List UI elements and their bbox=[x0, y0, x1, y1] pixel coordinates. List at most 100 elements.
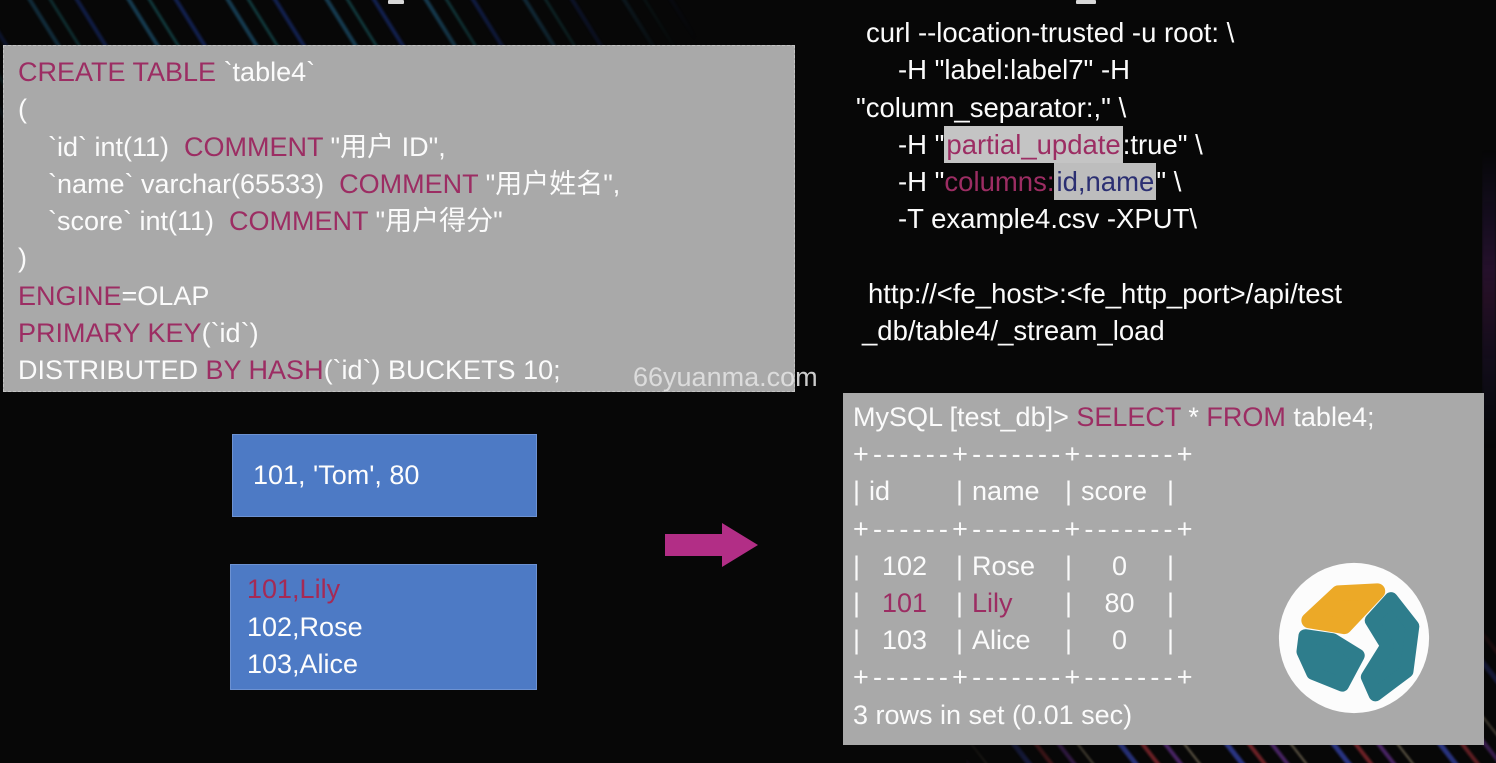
text-segment: " \ bbox=[1156, 166, 1182, 198]
header-name: name bbox=[972, 476, 1040, 507]
sql-line: `score` int(11) COMMENT "用户得分" bbox=[18, 203, 794, 240]
cell-id: 102 bbox=[882, 550, 928, 581]
cell-name: Rose bbox=[972, 550, 1036, 581]
text-segment: ) bbox=[18, 243, 27, 274]
text-segment: "用户 ID", bbox=[323, 131, 446, 162]
table-header-row: | id | name | score | bbox=[853, 473, 1484, 510]
curl-line: -H "label:label7" -H bbox=[856, 51, 1496, 88]
watermark: 66yuanma.com bbox=[633, 362, 818, 392]
text-segment: http://<fe_host>:<fe_http_port>/api/test bbox=[868, 277, 1342, 309]
text-segment: "用户得分" bbox=[368, 206, 503, 237]
pipe: | bbox=[956, 550, 964, 581]
text-segment: COMMENT bbox=[184, 131, 324, 162]
header-id: id bbox=[869, 476, 891, 507]
curl-line: "column_separator:," \ bbox=[856, 89, 1496, 126]
pipe: | bbox=[1065, 476, 1073, 507]
csv-rows-box: 101,Lily 102,Rose 103,Alice bbox=[230, 564, 537, 690]
existing-row-text: 101, 'Tom', 80 bbox=[253, 460, 420, 490]
pipe: | bbox=[1167, 625, 1175, 656]
cell-id: 101 bbox=[882, 588, 928, 619]
cell-score: 0 bbox=[1112, 625, 1128, 656]
curl-url-line: http://<fe_host>:<fe_http_port>/api/test bbox=[856, 275, 1496, 312]
text-segment: `name` varchar(65533) bbox=[48, 168, 340, 199]
text-segment: (`id`) BUCKETS 10; bbox=[323, 355, 561, 386]
text-segment: -T example4.csv -XPUT\ bbox=[898, 203, 1198, 235]
sql-line: `id` int(11) COMMENT "用户 ID", bbox=[18, 129, 794, 166]
sql-line: PRIMARY KEY(`id`) bbox=[18, 315, 794, 352]
pipe: | bbox=[1065, 550, 1073, 581]
text-segment: ( bbox=[18, 94, 27, 125]
text-segment: =OLAP bbox=[121, 280, 210, 311]
text-segment: ENGINE bbox=[18, 280, 122, 311]
text-segment: COMMENT bbox=[229, 206, 369, 237]
text-segment: `score` int(11) bbox=[48, 206, 230, 237]
text-segment: partial_update bbox=[944, 125, 1123, 163]
table-divider: +------+-------+-------+ bbox=[853, 513, 1197, 544]
text-segment: BY HASH bbox=[205, 355, 324, 386]
pipe: | bbox=[853, 476, 861, 507]
sql-line: DISTRIBUTED BY HASH(`id`) BUCKETS 10; bbox=[18, 352, 794, 389]
pipe: | bbox=[956, 588, 964, 619]
csv-row-highlighted: 101,Lily bbox=[247, 574, 341, 604]
text-segment: :true" \ bbox=[1122, 128, 1203, 160]
text-segment: `id` int(11) bbox=[48, 131, 185, 162]
text-segment: FROM bbox=[1206, 402, 1286, 432]
text-segment: _db/table4/_stream_load bbox=[862, 315, 1165, 347]
pipe: | bbox=[853, 588, 861, 619]
text-segment: "用户姓名", bbox=[478, 168, 621, 199]
text-segment: COMMENT bbox=[339, 168, 479, 199]
curl-command-block: curl --location-trusted -u root: \ -H "l… bbox=[856, 14, 1496, 349]
cell-name: Lily bbox=[972, 588, 1013, 619]
curl-line: -H "columns:id,name" \ bbox=[856, 163, 1496, 201]
curl-line: -T example4.csv -XPUT\ bbox=[856, 200, 1496, 237]
cropped-title-fragment bbox=[388, 0, 404, 4]
pipe: | bbox=[1167, 550, 1175, 581]
table-divider: +------+-------+-------+ bbox=[853, 662, 1197, 693]
sql-line: ( bbox=[18, 91, 794, 128]
existing-row-box: 101, 'Tom', 80 bbox=[232, 434, 537, 517]
cropped-title-fragment bbox=[1076, 0, 1096, 4]
cell-score: 0 bbox=[1112, 550, 1128, 581]
text-segment: MySQL [test_db]> bbox=[853, 402, 1077, 432]
curl-line: curl --location-trusted -u root: \ bbox=[856, 14, 1496, 51]
starrocks-logo bbox=[1276, 560, 1432, 716]
cell-name: Alice bbox=[972, 625, 1031, 656]
text-segment: (`id`) bbox=[201, 318, 259, 349]
text-segment: "column_separator:," \ bbox=[856, 91, 1127, 123]
create-table-sql-panel: CREATE TABLE `table4` ( `id` int(11) COM… bbox=[3, 45, 795, 392]
pipe: | bbox=[956, 625, 964, 656]
sql-line: ENGINE=OLAP bbox=[18, 278, 794, 315]
pipe: | bbox=[1167, 588, 1175, 619]
table-row: | 103 | Alice | 0 | bbox=[853, 622, 1484, 659]
cell-id: 103 bbox=[882, 625, 928, 656]
curl-url-line: _db/table4/_stream_load bbox=[856, 312, 1496, 349]
text-segment: -H " bbox=[898, 166, 945, 198]
sql-line: ) bbox=[18, 240, 794, 277]
table-row: | 102 | Rose | 0 | bbox=[853, 548, 1484, 585]
pipe: | bbox=[853, 550, 861, 581]
text-segment: columns: bbox=[944, 166, 1055, 198]
curl-line: -H "partial_update:true" \ bbox=[856, 125, 1496, 163]
text-segment: curl --location-trusted -u root: \ bbox=[866, 17, 1235, 48]
curl-blank-line bbox=[856, 238, 1496, 275]
cell-score: 80 bbox=[1104, 588, 1135, 619]
pipe: | bbox=[956, 476, 964, 507]
text-segment: `table4` bbox=[216, 57, 316, 87]
text-segment: SELECT bbox=[1076, 402, 1181, 432]
result-footer: 3 rows in set (0.01 sec) bbox=[853, 699, 1133, 730]
table-row-updated: | 101 | Lily | 80 | bbox=[853, 585, 1484, 622]
text-segment: DISTRIBUTED bbox=[18, 355, 206, 386]
text-segment: PRIMARY KEY bbox=[18, 318, 202, 349]
text-segment: id,name bbox=[1054, 163, 1157, 201]
text-segment: table4; bbox=[1285, 402, 1375, 432]
pipe: | bbox=[1167, 476, 1175, 507]
table-divider: +------+-------+-------+ bbox=[853, 439, 1197, 470]
csv-row: 102,Rose bbox=[247, 611, 363, 642]
pipe: | bbox=[1065, 625, 1073, 656]
text-segment: -H "label:label7" -H bbox=[898, 54, 1130, 86]
text-segment: -H " bbox=[898, 128, 945, 160]
pipe: | bbox=[1065, 588, 1073, 619]
mysql-prompt-line: MySQL [test_db]> SELECT * FROM table4; bbox=[853, 399, 1484, 436]
csv-row: 103,Alice bbox=[247, 649, 359, 679]
